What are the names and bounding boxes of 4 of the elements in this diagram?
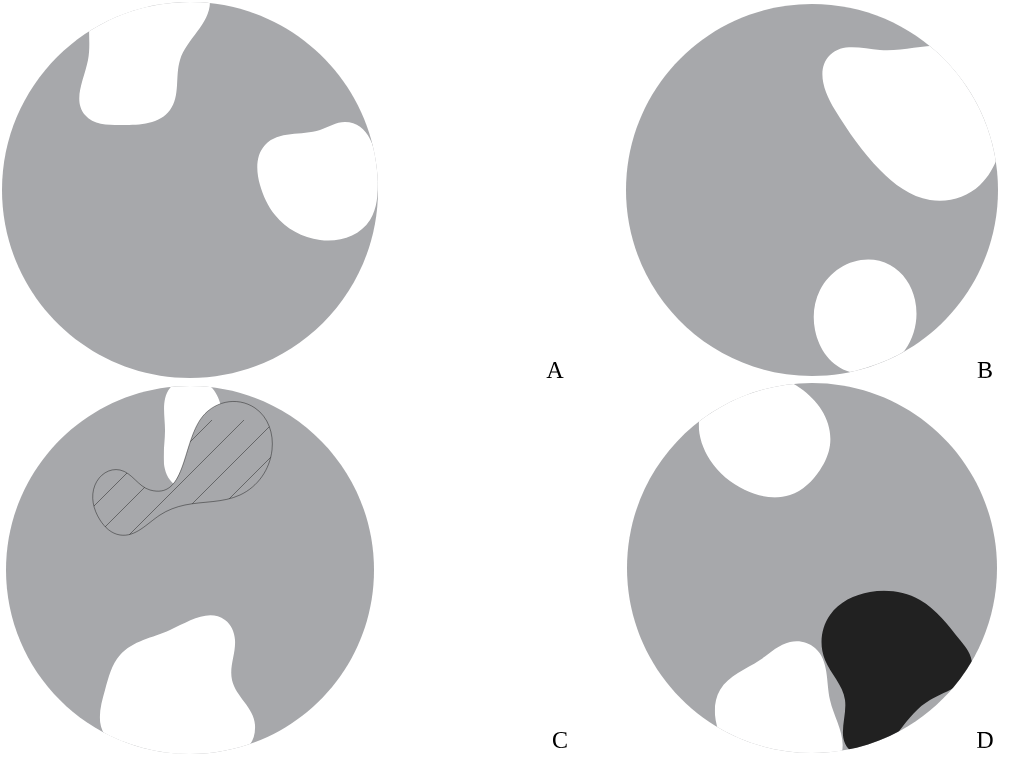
panel-letter: D xyxy=(977,732,993,748)
panel-letter: C xyxy=(553,731,567,749)
panel-letter: A xyxy=(546,362,564,378)
panel-letter: B xyxy=(977,362,992,378)
